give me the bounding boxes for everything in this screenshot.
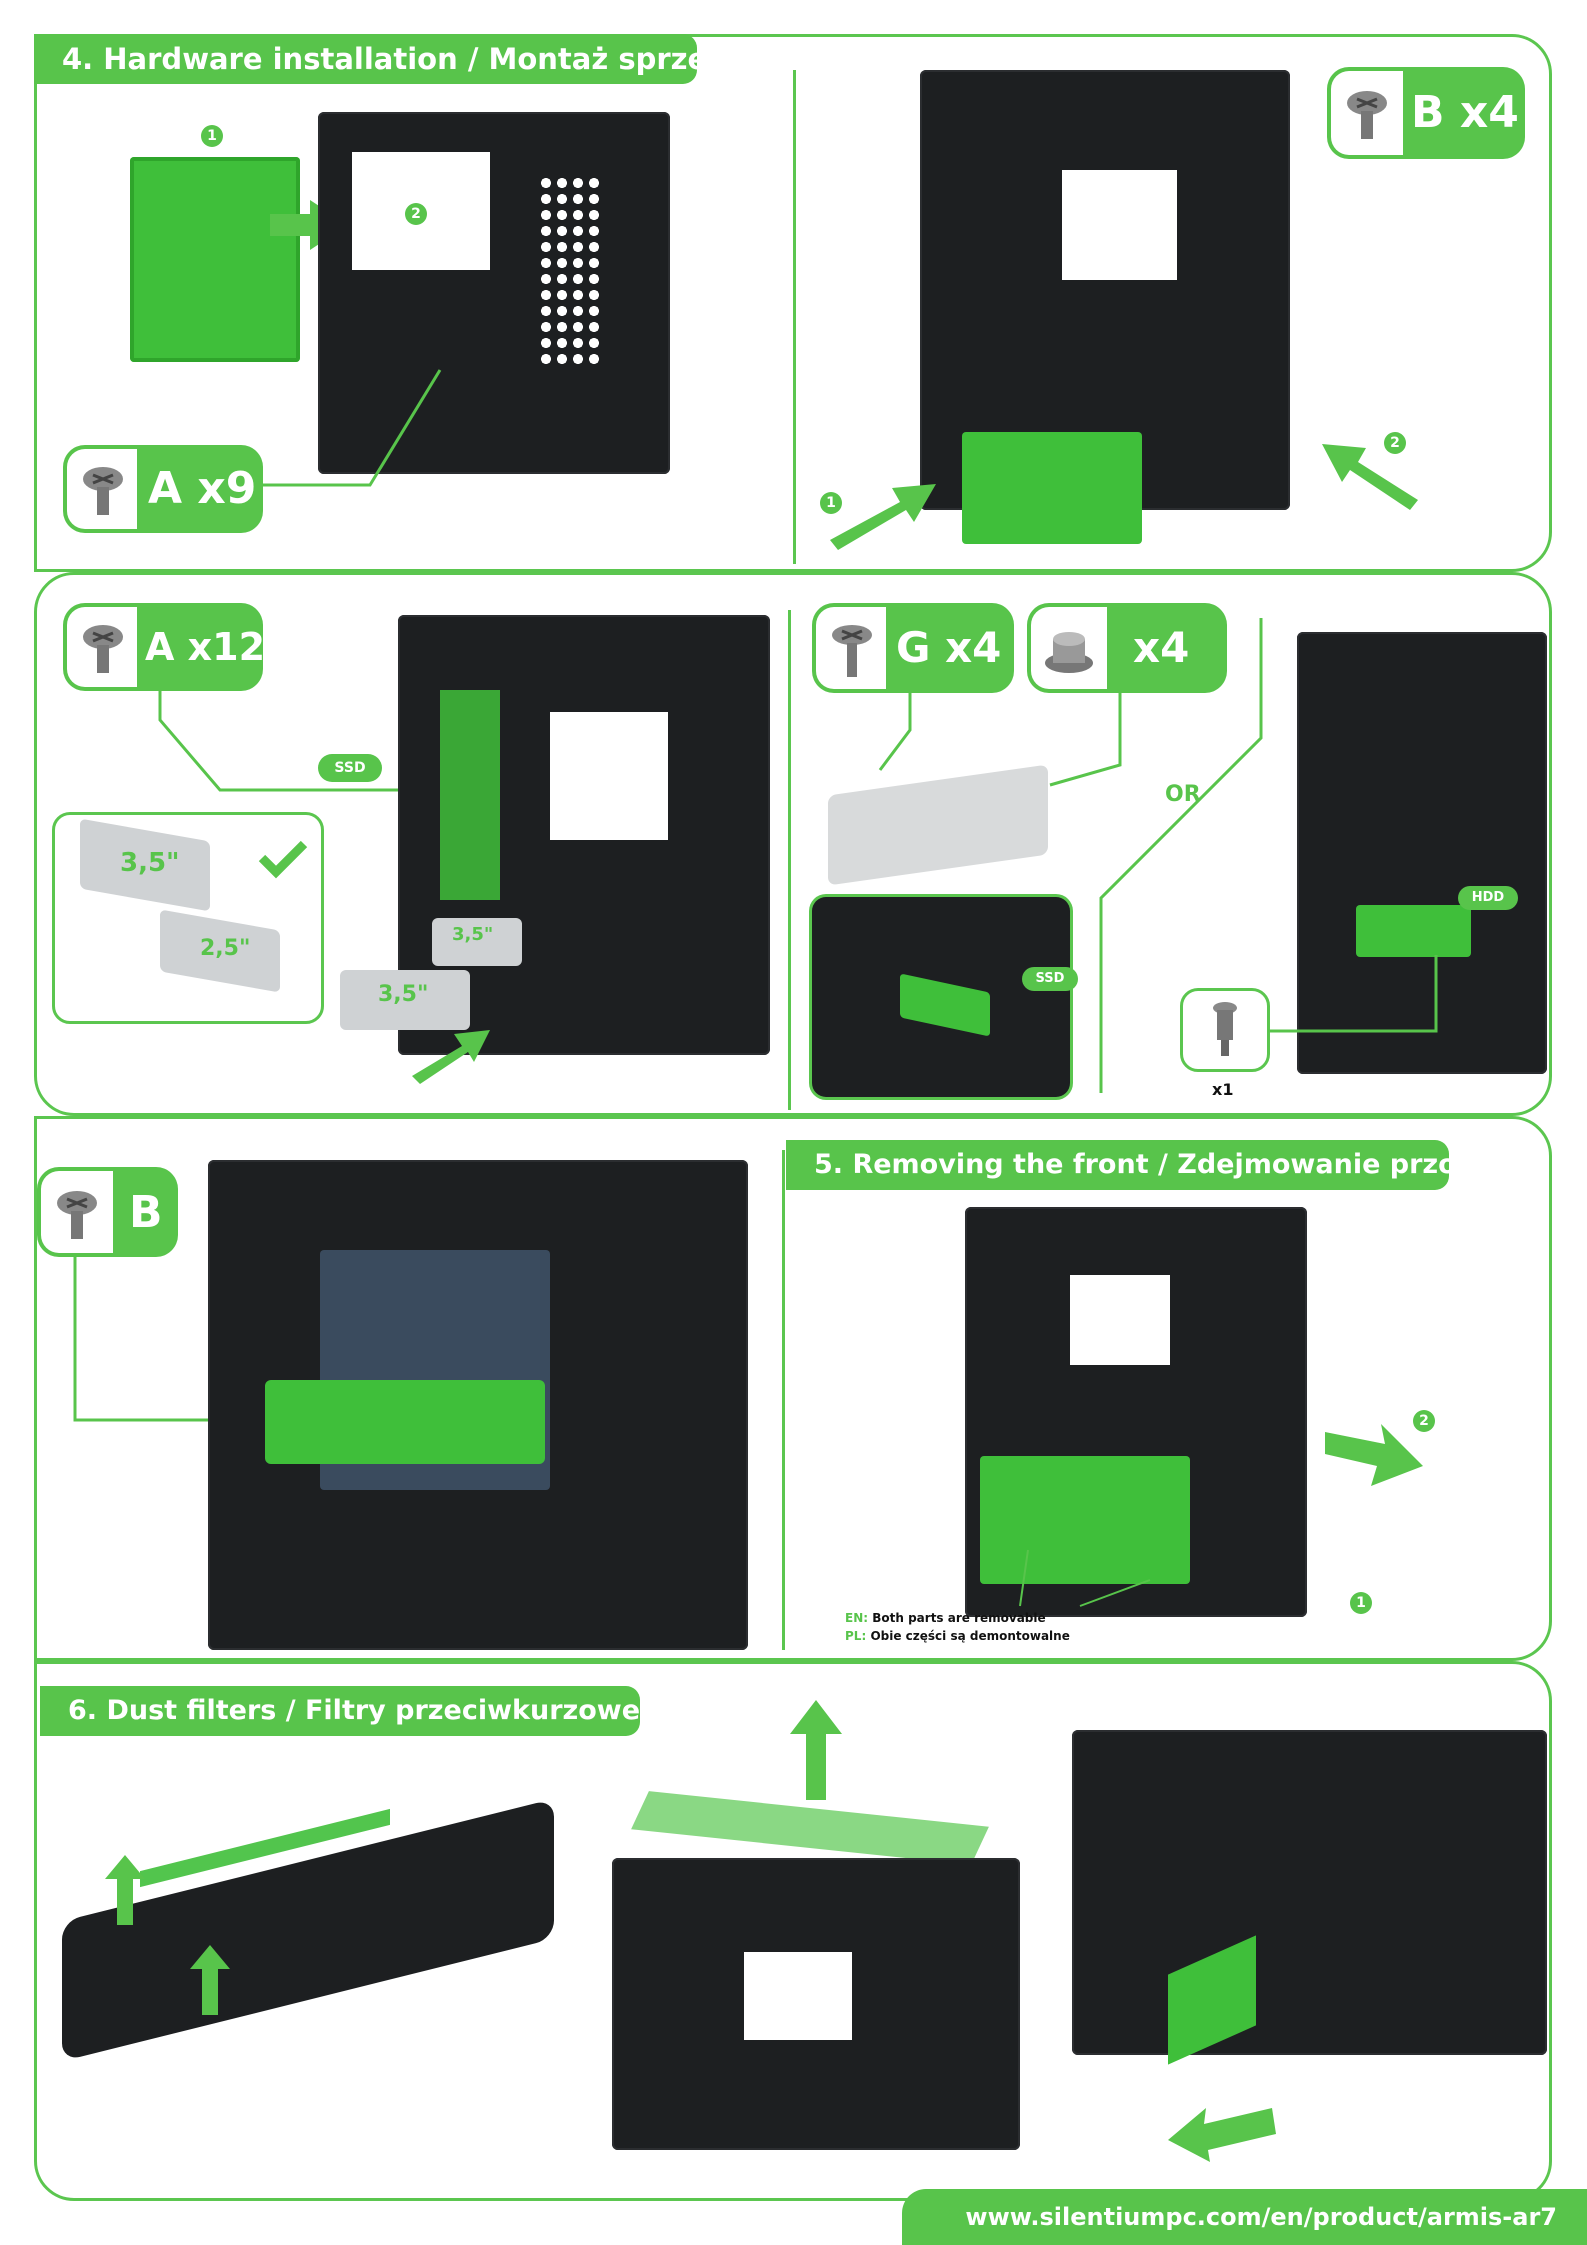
- motherboard-illustration: [130, 157, 300, 362]
- leader-line: [1019, 1549, 1151, 1607]
- step-number: 1: [1350, 1592, 1372, 1614]
- hdd-badge: HDD: [1458, 886, 1518, 910]
- arrow-right-icon: [1325, 1424, 1423, 1486]
- leader-line: [73, 1255, 265, 1422]
- front-panel-parts: [980, 1456, 1190, 1584]
- screw-icon: [57, 1191, 97, 1239]
- screw-label: G x4: [896, 623, 1002, 672]
- ssd-mount-area: [440, 690, 500, 900]
- section-drives-frame: [34, 572, 1552, 1116]
- drive-label: 2,5": [200, 936, 251, 961]
- screw-icon: [83, 467, 123, 515]
- screw-icon: [832, 625, 872, 677]
- section-6-title: 6. Dust filters / Filtry przeciwkurzowe: [40, 1686, 640, 1736]
- section-4-divider: [793, 70, 796, 564]
- section-5-title: 5. Removing the front / Zdejmowanie przo…: [786, 1140, 1495, 1190]
- screw-label: A x12: [145, 625, 266, 669]
- case-bottom-illustration: [1072, 1730, 1547, 2055]
- front-window: [1070, 1275, 1170, 1365]
- screw-b-box: B: [37, 1167, 178, 1257]
- ssd-badge: SSD: [1022, 967, 1078, 991]
- psu-block: [962, 432, 1142, 544]
- screw-label: A x9: [148, 463, 257, 514]
- step-number: 1: [820, 492, 842, 514]
- case-hdd-illustration: [1297, 632, 1547, 1074]
- note-pl: PL: Obie części są demontowalne: [845, 1629, 1070, 1643]
- arrow-diagonal-icon: [1322, 444, 1418, 510]
- footer-url[interactable]: www.silentiumpc.com/en/product/armis-ar7: [902, 2189, 1587, 2245]
- drives-window: [550, 712, 668, 840]
- arrow-left-icon: [1168, 2108, 1276, 2162]
- section-6-frame: [34, 1661, 1552, 2201]
- screw-label: x4: [1133, 623, 1190, 672]
- or-divider: [1099, 618, 1263, 1093]
- grommet-x4-box: x4: [1027, 603, 1227, 693]
- arrow-diagonal-icon: [412, 1030, 490, 1084]
- top-window: [744, 1952, 852, 2040]
- gpu-card: [265, 1380, 545, 1464]
- standoff-count: x1: [1212, 1080, 1234, 1099]
- standoff-icon: [1213, 1002, 1237, 1056]
- arrow-up-icon: [790, 1700, 842, 1800]
- step-number: 2: [1413, 1410, 1435, 1432]
- screw-label: B: [129, 1187, 163, 1238]
- drive-label: 3,5": [378, 982, 429, 1007]
- drive-35-sliding: [340, 970, 470, 1030]
- hex-vent: [538, 175, 602, 370]
- screw-icon: [83, 625, 123, 673]
- leader-line: [158, 690, 440, 792]
- gpu-divider: [782, 1150, 785, 1650]
- drives-divider: [788, 610, 791, 1110]
- checkmark-icon: [258, 840, 308, 879]
- note-en: EN: Both parts are removable: [845, 1611, 1046, 1625]
- screw-a-x9-box: A x9: [63, 445, 263, 533]
- grommet-icon: [1045, 632, 1093, 673]
- section-4-frame: [34, 34, 1552, 572]
- screw-icon: [1347, 91, 1387, 139]
- arrow-up-icon: [105, 1855, 145, 1925]
- leader-line: [1268, 955, 1438, 1033]
- leader-line: [260, 369, 442, 487]
- hdd-block: [1356, 905, 1471, 957]
- section-4-title: 4. Hardware installation / Montaż sprzęt…: [34, 34, 742, 84]
- drive-35-bay: [432, 918, 522, 966]
- screw-a-x12-box: A x12: [63, 603, 266, 691]
- screw-b-x4-box: B x4: [1327, 67, 1525, 159]
- screw-label: B x4: [1411, 87, 1519, 138]
- leader-line: [878, 690, 1122, 787]
- section-gpu-frame: [34, 1116, 1552, 1661]
- drive-label: 3,5": [452, 924, 494, 945]
- screw-g-x4-box: G x4: [812, 603, 1014, 693]
- step-number: 2: [1384, 432, 1406, 454]
- step-number: 1: [201, 125, 223, 147]
- ssd-badge: SSD: [318, 754, 382, 782]
- step-number: 2: [405, 203, 427, 225]
- psu-window: [1062, 170, 1177, 280]
- drive-label: 3,5": [120, 848, 180, 878]
- arrow-up-icon: [190, 1945, 230, 2015]
- drive-inset: [52, 812, 324, 1024]
- arrow-diagonal-icon: [830, 484, 936, 550]
